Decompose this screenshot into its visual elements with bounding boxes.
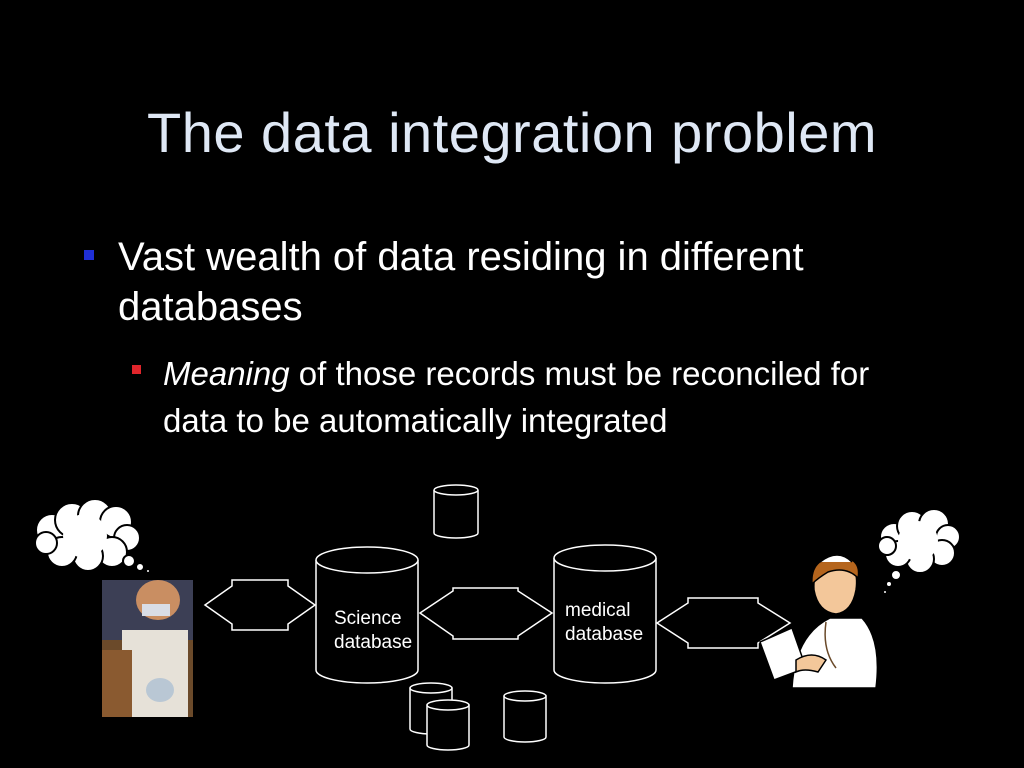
bullet-text: Vast wealth of data residing in differen… [118, 235, 804, 329]
small-database-bottom-3-icon [503, 690, 547, 743]
medical-db-label-line2: database [565, 624, 644, 645]
science-db-label-line2: database [334, 632, 413, 653]
bullet-marker-blue [84, 250, 94, 260]
small-database-top-icon [433, 484, 479, 539]
bullet-level-1: Vast wealth of data residing in differen… [84, 232, 944, 332]
sub-bullet-text: Meaning of those records must be reconci… [163, 350, 892, 444]
sub-bullet-rest: of those records must be reconciled for … [163, 355, 870, 439]
thought-cloud-right-icon [877, 508, 961, 595]
science-database-icon [315, 546, 419, 684]
emphasis-meaning: Meaning [163, 355, 290, 392]
medical-db-label: medical database [565, 599, 643, 647]
slide-title: The data integration problem [147, 101, 877, 164]
medical-db-label-line1: medical [565, 600, 631, 621]
science-db-label: Science database [334, 607, 412, 655]
nurse-clipart-icon [759, 554, 879, 689]
double-arrow-middle [418, 587, 554, 640]
double-arrow-left [203, 579, 317, 631]
double-arrow-right [655, 597, 792, 649]
thought-cloud-left-icon [34, 498, 151, 574]
bullet-marker-red [132, 365, 141, 374]
scientist-photo-icon [102, 580, 193, 717]
small-database-bottom-2-icon [426, 699, 470, 751]
bullet-level-2: Meaning of those records must be reconci… [132, 350, 892, 444]
science-db-label-line1: Science [334, 608, 402, 629]
medical-database-icon [553, 544, 657, 684]
